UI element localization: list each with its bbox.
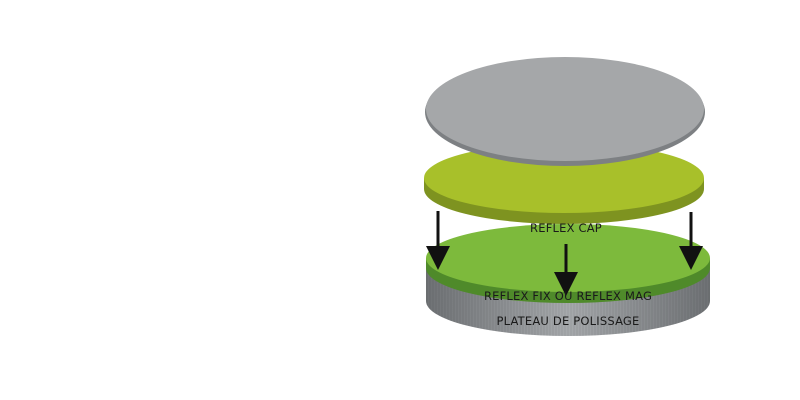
reflex-fix-label: REFLEX FIX OU REFLEX MAG	[484, 289, 652, 303]
reflex-cap-label: REFLEX CAP	[530, 221, 602, 235]
reflex-cap-layer	[424, 143, 704, 224]
reflex-fix-top	[426, 224, 710, 292]
polishing-plate-label: PLATEAU DE POLISSAGE	[496, 314, 639, 328]
reflex-cap-top	[424, 143, 704, 213]
top-grey-disc	[425, 57, 705, 166]
top-grey-disc-face	[426, 57, 704, 161]
